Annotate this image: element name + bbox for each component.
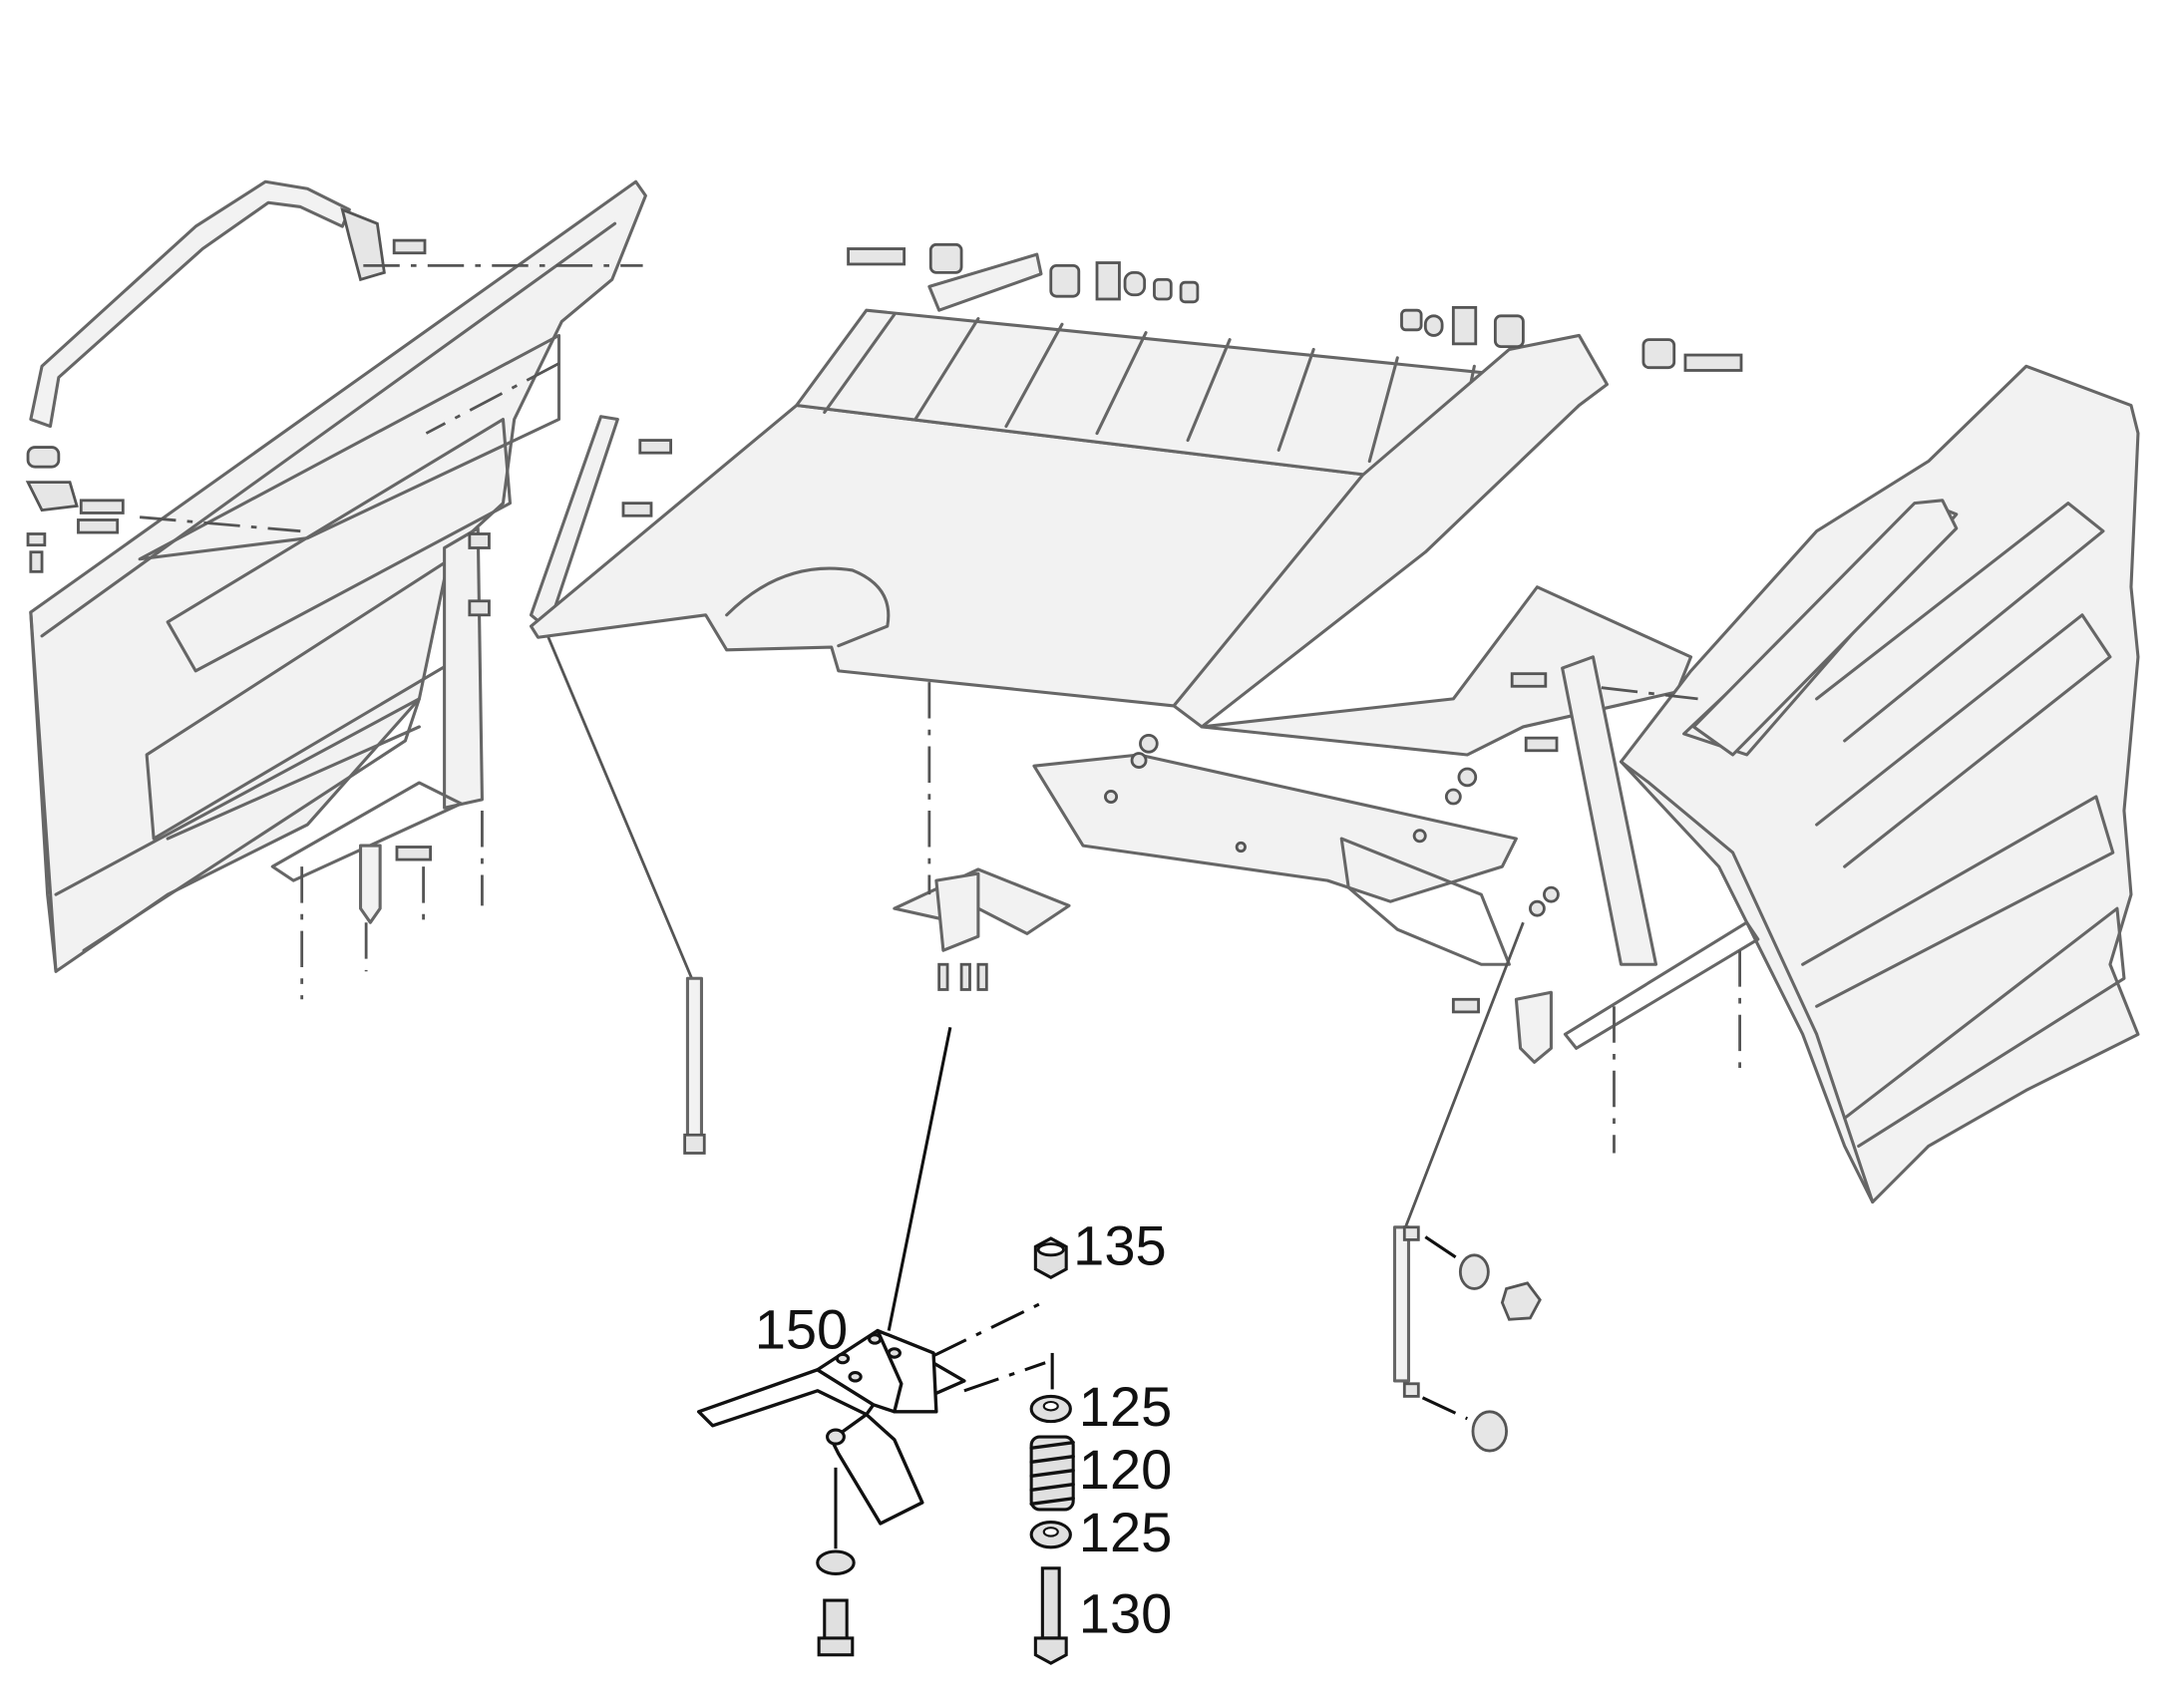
callout-130: 130 xyxy=(1079,1581,1172,1644)
right-rear-bracket xyxy=(1451,655,1760,1064)
part-125-washer-upper xyxy=(1029,1394,1072,1424)
part-125-washer-lower xyxy=(1029,1521,1072,1549)
right-side-panel xyxy=(1619,364,2140,1204)
center-cover-panel xyxy=(529,252,1610,729)
part-130-bolt xyxy=(1033,1566,1068,1665)
callout-125-upper: 125 xyxy=(1079,1375,1172,1438)
right-strut-washer-lower xyxy=(1471,1410,1508,1453)
top-hinge-hardware xyxy=(847,242,1743,372)
detail-leader-line xyxy=(887,1027,952,1331)
right-gas-strut xyxy=(1392,921,1525,1398)
right-grab-handle xyxy=(1691,499,1959,757)
mounting-bracket-small xyxy=(893,867,1071,991)
part-120-spring xyxy=(1029,1435,1075,1512)
callout-125-lower: 125 xyxy=(1079,1501,1172,1563)
callout-labels: 135 150 125 120 125 130 xyxy=(755,1214,1173,1645)
center-lower-frame xyxy=(1032,585,1693,966)
callout-150: 150 xyxy=(755,1298,848,1361)
part-135-nut xyxy=(1033,1236,1068,1280)
mounting-bracket-detail xyxy=(696,1328,966,1526)
left-gas-strut xyxy=(529,415,706,1155)
right-strut-washer-upper xyxy=(1458,1253,1490,1290)
left-rear-bracket xyxy=(270,526,491,924)
right-strut-nut xyxy=(1500,1281,1542,1321)
callout-135: 135 xyxy=(1073,1214,1166,1277)
left-grab-handle xyxy=(25,179,427,573)
callout-120: 120 xyxy=(1079,1438,1172,1501)
bracket-screw-lower xyxy=(816,1467,856,1657)
